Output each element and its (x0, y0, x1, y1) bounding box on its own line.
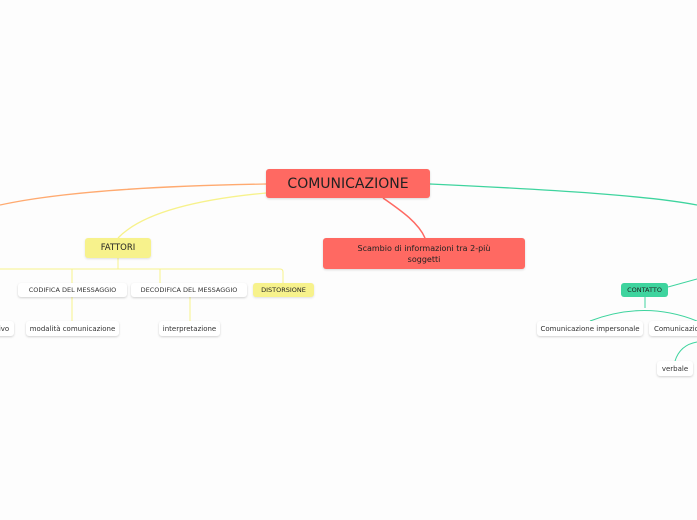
impersonale-node[interactable]: Comunicazione impersonale (537, 321, 643, 336)
fattori-node[interactable]: FATTORI (85, 238, 151, 258)
distorsione-node[interactable]: DISTORSIONE (253, 283, 314, 297)
decodifica-node[interactable]: DECODIFICA DEL MESSAGGIO (131, 283, 247, 297)
interpretazione-node[interactable]: interpretazione (159, 321, 220, 336)
verbale-node[interactable]: verbale (657, 361, 693, 376)
partial-node[interactable]: ivo (0, 321, 14, 336)
contatto-node[interactable]: CONTATTO (621, 283, 668, 297)
definition-node[interactable]: Scambio di informazioni tra 2-più sogget… (323, 238, 525, 269)
root-node[interactable]: COMUNICAZIONE (266, 169, 430, 198)
codifica-node[interactable]: CODIFICA DEL MESSAGGIO (18, 283, 127, 297)
modalita-node[interactable]: modalità comunicazione (26, 321, 119, 336)
comunicazione-partial-node[interactable]: Comunicazio (649, 321, 697, 336)
